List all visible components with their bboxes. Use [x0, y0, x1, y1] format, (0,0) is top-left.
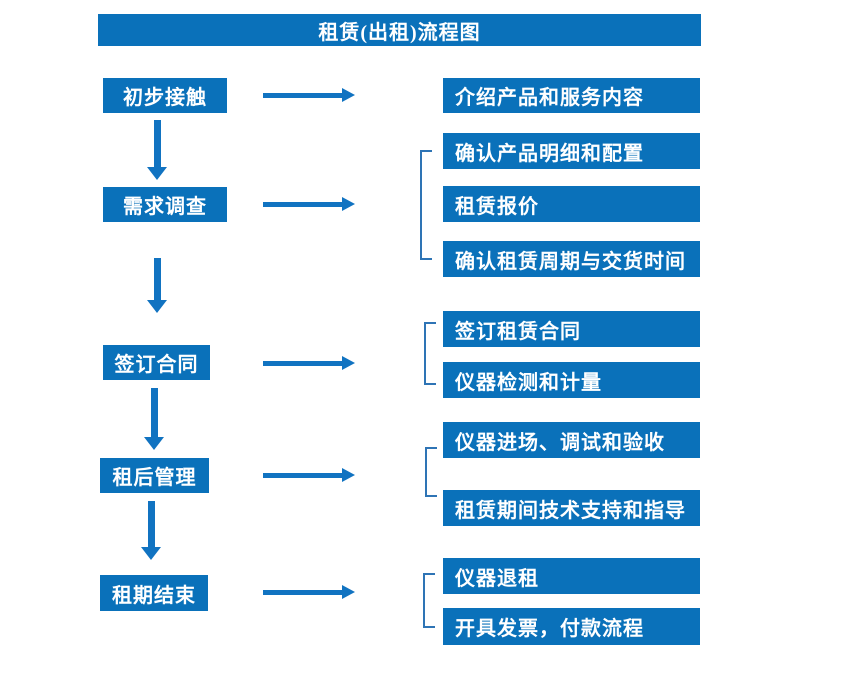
output-box: 仪器进场、调试和验收: [443, 422, 700, 458]
arrow-head: [342, 88, 355, 102]
arrow-shaft: [263, 201, 342, 207]
arrow-shaft: [263, 472, 342, 478]
arrow-head: [342, 585, 355, 599]
arrow-shaft: [263, 92, 342, 98]
output-box: 开具发票，付款流程: [443, 608, 700, 645]
down-arrow: [147, 258, 167, 313]
output-box: 仪器退租: [443, 558, 700, 594]
step-box-sign-contract: 签订合同: [103, 345, 210, 380]
output-box: 确认租赁周期与交货时间: [443, 241, 700, 277]
arrow-head: [141, 547, 161, 560]
right-arrow: [263, 197, 355, 211]
right-arrow: [263, 88, 355, 102]
group-bracket: [424, 322, 436, 385]
arrow-head: [342, 356, 355, 370]
output-box: 确认产品明细和配置: [443, 133, 700, 169]
arrow-head: [147, 167, 167, 180]
step-box-post-rental-management: 租后管理: [100, 458, 209, 493]
arrow-head: [342, 197, 355, 211]
arrow-shaft: [153, 120, 161, 167]
title-bar: 租赁(出租)流程图: [98, 14, 701, 46]
arrow-shaft: [150, 388, 158, 437]
page-title: 租赁(出租)流程图: [318, 21, 481, 44]
down-arrow: [144, 388, 164, 450]
group-bracket: [420, 150, 432, 260]
right-arrow: [263, 585, 355, 599]
step-box-rental-end: 租期结束: [100, 575, 208, 611]
down-arrow: [147, 120, 167, 180]
step-box-initial-contact: 初步接触: [103, 78, 227, 113]
arrow-shaft: [147, 501, 155, 547]
output-box: 租赁报价: [443, 186, 700, 222]
arrow-head: [342, 468, 355, 482]
arrow-shaft: [263, 360, 342, 366]
group-bracket: [425, 447, 437, 497]
output-box: 介绍产品和服务内容: [443, 78, 700, 113]
step-box-demand-survey: 需求调查: [103, 187, 227, 222]
output-box: 租赁期间技术支持和指导: [443, 490, 700, 526]
output-box: 仪器检测和计量: [443, 362, 700, 398]
output-box: 签订租赁合同: [443, 311, 700, 347]
arrow-shaft: [263, 589, 342, 595]
arrow-shaft: [153, 258, 161, 300]
down-arrow: [141, 501, 161, 560]
arrow-head: [144, 437, 164, 450]
right-arrow: [263, 468, 355, 482]
arrow-head: [147, 300, 167, 313]
group-bracket: [423, 573, 435, 628]
right-arrow: [263, 356, 355, 370]
